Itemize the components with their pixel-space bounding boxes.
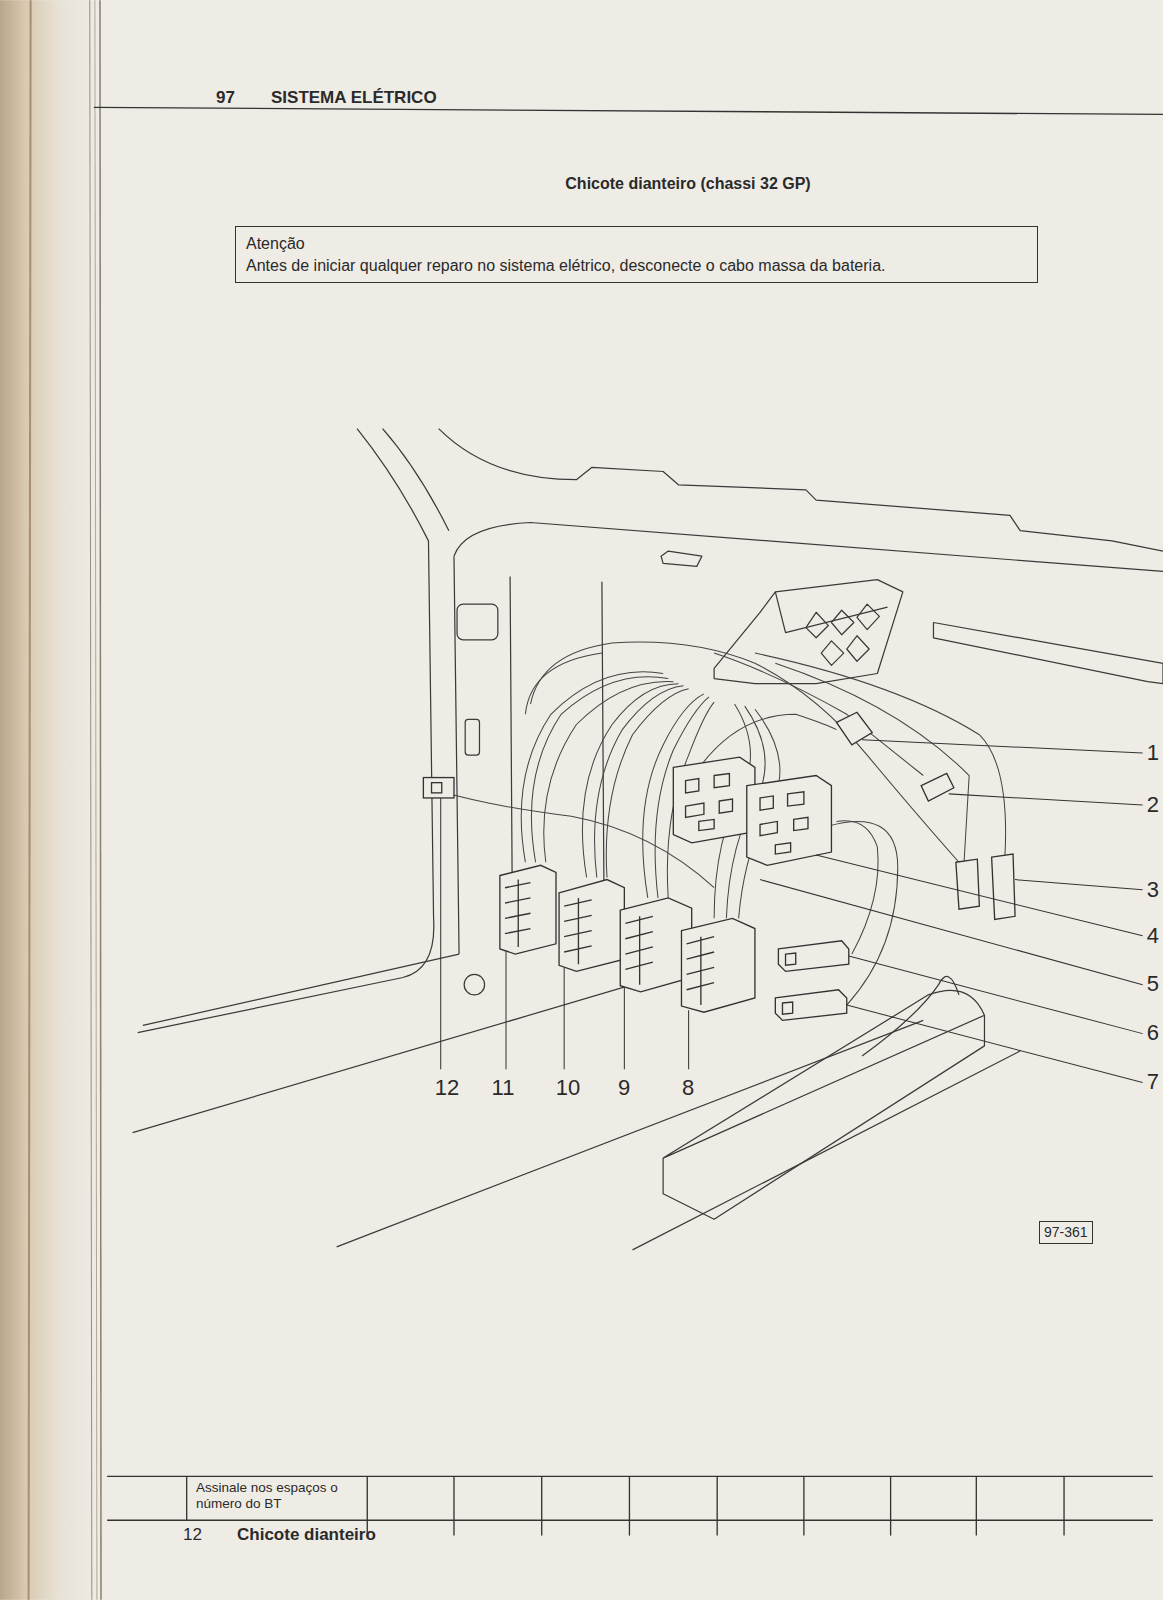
callout-number: 8 xyxy=(682,1075,694,1100)
vehicle-body xyxy=(133,429,1163,1250)
table-note: Assinale nos espaços o número do BT xyxy=(196,1480,346,1512)
page-rules xyxy=(94,107,1163,1535)
callout-number: 7 xyxy=(1147,1069,1159,1094)
page-footer-title: Chicote dianteiro xyxy=(237,1525,376,1545)
callout-number: 11 xyxy=(492,1075,515,1100)
callout-number: 9 xyxy=(618,1075,630,1100)
callout-number: 10 xyxy=(556,1075,580,1100)
callout-number: 12 xyxy=(435,1075,459,1100)
section-title: SISTEMA ELÉTRICO xyxy=(271,88,437,108)
page-title: Chicote dianteiro (chassi 32 GP) xyxy=(565,175,810,193)
callout-number: 2 xyxy=(1147,792,1159,817)
box-text: 97-361 xyxy=(1044,1223,1088,1242)
warning-box: AtençãoAntes de iniciar qualquer reparo … xyxy=(235,226,1038,283)
callout-number: 6 xyxy=(1147,1020,1159,1045)
callout-number: 1 xyxy=(1147,740,1159,765)
book-spine xyxy=(0,0,101,1600)
leader-lines xyxy=(441,740,1143,1083)
box-text: Antes de iniciar qualquer reparo no sist… xyxy=(246,255,1027,277)
box-heading: Atenção xyxy=(246,233,1027,255)
page-number: 97 xyxy=(216,88,235,108)
callout-number: 5 xyxy=(1147,971,1159,996)
page-footer-number: 12 xyxy=(183,1525,202,1545)
callout-number: 3 xyxy=(1147,877,1159,902)
figure-code-box: 97-361 xyxy=(1039,1221,1093,1244)
connectors xyxy=(423,712,1015,1020)
callout-number: 4 xyxy=(1147,923,1159,948)
